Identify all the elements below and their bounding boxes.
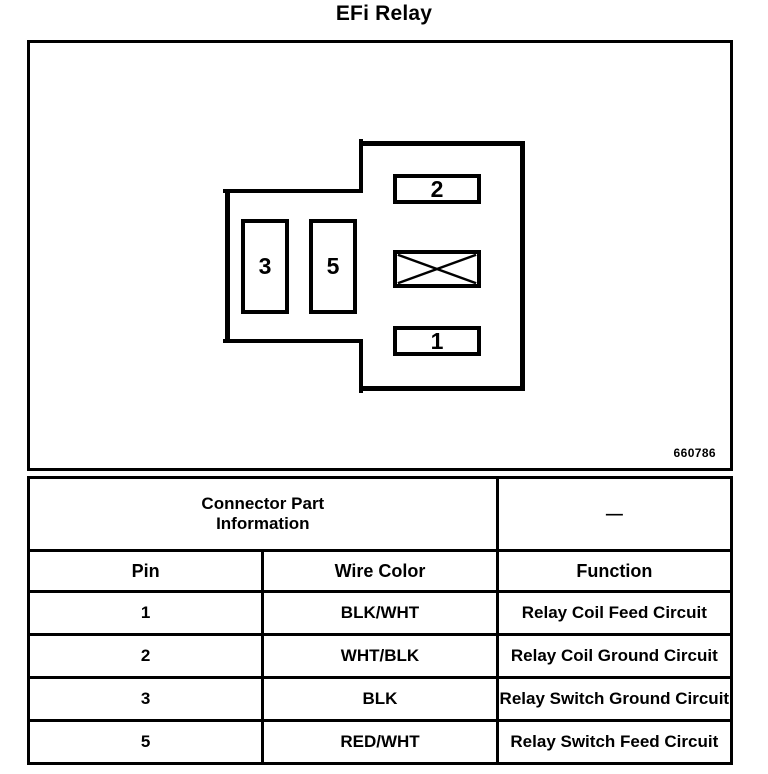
connector-information-table: Connector Part Information — Pin Wire Co… — [26, 476, 734, 765]
cell-pin: 5 — [26, 719, 265, 765]
column-header-function: Function — [495, 549, 734, 593]
terminal-cavity-1: 1 — [393, 326, 481, 356]
crossed-cavity-icon — [393, 250, 481, 288]
cell-pin: 3 — [26, 676, 265, 722]
page-title: EFi Relay — [335, 2, 433, 25]
connector-keyway-bottom — [223, 339, 363, 393]
connector-part-information-row: Connector Part Information — — [27, 476, 734, 552]
connector-part-information-value: — — [495, 476, 734, 552]
figure-reference-number: 660786 — [673, 446, 716, 460]
connector-body-outline — [225, 141, 525, 391]
cell-function: Relay Coil Feed Circuit — [495, 590, 734, 636]
terminal-cavity-2: 2 — [393, 174, 481, 204]
cell-wire-color: BLK/WHT — [261, 590, 499, 636]
terminal-cavity-5: 5 — [309, 219, 357, 314]
cell-pin: 1 — [26, 590, 265, 636]
part-info-label-line2: Information — [216, 514, 310, 533]
part-info-label-line1: Connector Part — [201, 493, 325, 513]
table-header-row: Pin Wire Color Function — [26, 549, 734, 593]
diagram-frame: 3 5 2 1 660786 — [27, 40, 733, 471]
column-header-wire-color: Wire Color — [261, 549, 499, 593]
cell-function: Relay Coil Ground Circuit — [495, 633, 734, 679]
cell-function: Relay Switch Ground Circuit — [495, 676, 734, 722]
cell-wire-color: WHT/BLK — [261, 633, 499, 679]
cell-pin: 2 — [26, 633, 265, 679]
table-row: 1 BLK/WHT Relay Coil Feed Circuit — [26, 590, 734, 636]
cell-wire-color: BLK — [261, 676, 499, 722]
cell-wire-color: RED/WHT — [261, 719, 499, 765]
table-row: 5 RED/WHT Relay Switch Feed Circuit — [26, 719, 734, 765]
connector-keyway-top — [223, 139, 363, 193]
column-header-pin: Pin — [26, 549, 265, 593]
connector-part-information-label: Connector Part Information — [27, 476, 499, 552]
table-row: 2 WHT/BLK Relay Coil Ground Circuit — [26, 633, 734, 679]
cell-function: Relay Switch Feed Circuit — [495, 719, 734, 765]
relay-connector-diagram: 3 5 2 1 — [223, 139, 525, 393]
table-row: 3 BLK Relay Switch Ground Circuit — [26, 676, 734, 722]
terminal-cavity-3: 3 — [241, 219, 289, 314]
